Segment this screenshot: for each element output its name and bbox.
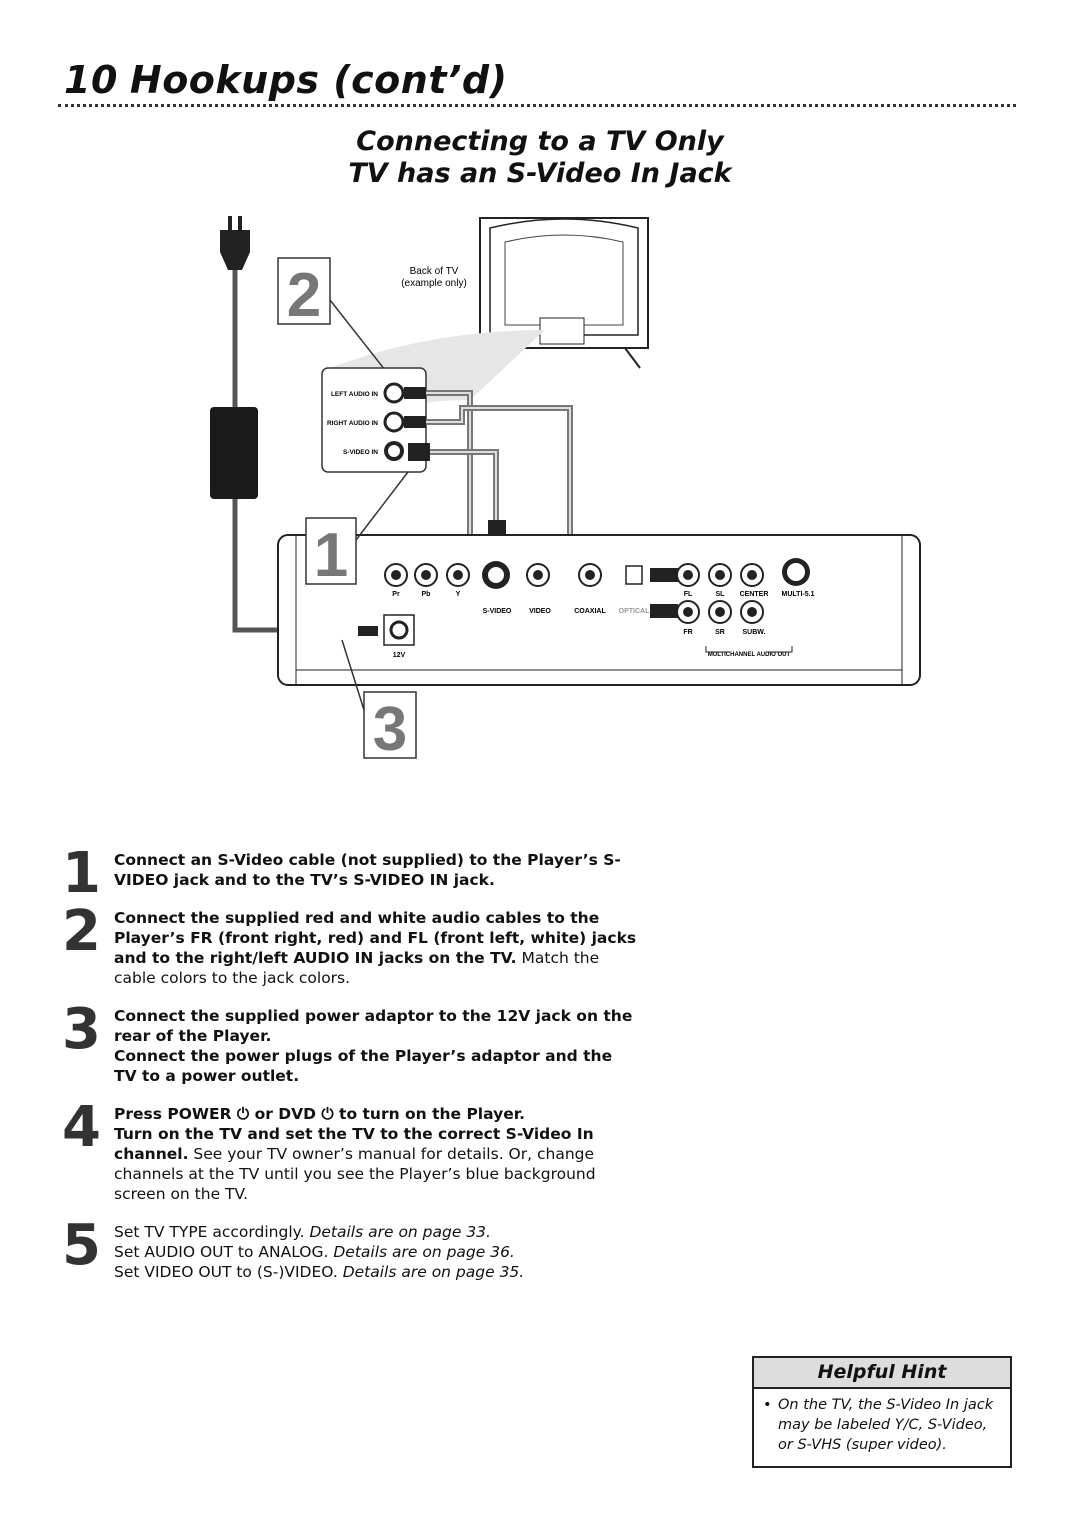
- label-pb: Pb: [422, 591, 431, 598]
- step-number: 5: [62, 1213, 101, 1278]
- label-sr: SR: [715, 629, 725, 636]
- tv-label-1: Back of TV: [410, 266, 459, 277]
- page-reference: Details are on page 35.: [342, 1263, 525, 1281]
- helpful-hint-box: Helpful Hint • On the TV, the S-Video In…: [752, 1356, 1012, 1468]
- label-pr: Pr: [392, 591, 400, 598]
- player-jacks: [358, 558, 810, 646]
- step-1: 1 Connect an S-Video cable (not supplied…: [58, 846, 638, 902]
- tv-jack-panel: LEFT AUDIO IN RIGHT AUDIO IN S-VIDEO IN: [321, 367, 427, 473]
- tv-jack-svideo-label: S-VIDEO IN: [343, 449, 378, 456]
- step-text: Press POWER ⏻ or DVD ⏻ to turn on the Pl…: [114, 1105, 526, 1123]
- label-optical: OPTICAL: [619, 608, 650, 615]
- step-text: Connect the supplied red and white audio…: [114, 909, 637, 967]
- step-number: 4: [62, 1095, 101, 1160]
- step-number: 1: [62, 841, 101, 906]
- svg-text:1: 1: [314, 521, 348, 590]
- page-reference: Details are on page 33.: [309, 1223, 491, 1241]
- tv-cable-plugs: [404, 387, 430, 461]
- label-12v: 12V: [393, 652, 406, 659]
- instruction-steps: 1 Connect an S-Video cable (not supplied…: [58, 846, 638, 1300]
- hookup-diagram: Back of TV (example only) 2 LEFT AUDIO I…: [210, 216, 921, 764]
- step-4: 4 Press POWER ⏻ or DVD ⏻ to turn on the …: [58, 1100, 638, 1204]
- step-note: See your TV owner’s manual for details. …: [114, 1145, 596, 1203]
- step-5: 5 Set TV TYPE accordingly. Details are o…: [58, 1218, 638, 1282]
- section-subtitle: Connecting to a TV Only TV has an S-Vide…: [0, 126, 1080, 190]
- step-3: 3 Connect the supplied power adaptor to …: [58, 1002, 638, 1086]
- step-text-2: Turn on the TV and set the TV to the cor…: [114, 1125, 594, 1163]
- label-multichannel: MULTICHANNEL AUDIO OUT: [708, 652, 791, 658]
- subtitle-line-2: TV has an S-Video In Jack: [348, 158, 732, 189]
- tv-jack-right-audio-label: RIGHT AUDIO IN: [327, 420, 378, 427]
- step-text-2: Connect the power plugs of the Player’s …: [114, 1047, 613, 1085]
- label-fl: FL: [684, 591, 693, 598]
- page-heading: Hookups (cont’d): [129, 58, 508, 102]
- svg-text:3: 3: [373, 695, 407, 764]
- step-2: 2 Connect the supplied red and white aud…: [58, 904, 638, 988]
- page-reference: Details are on page 36.: [333, 1243, 515, 1261]
- label-multi: MULTI-5.1: [782, 591, 815, 598]
- hint-title: Helpful Hint: [754, 1358, 1010, 1389]
- label-sl: SL: [716, 591, 726, 598]
- svg-text:2: 2: [287, 261, 321, 330]
- label-svideo: S-VIDEO: [483, 608, 512, 615]
- bullet-icon: •: [763, 1397, 772, 1413]
- step-text: Connect the supplied power adaptor to th…: [114, 1007, 633, 1045]
- step-line: Set VIDEO OUT to (S-)VIDEO.: [114, 1263, 343, 1281]
- callout-3: 3: [341, 639, 417, 764]
- step-text: Connect an S-Video cable (not supplied) …: [114, 851, 621, 889]
- label-center: CENTER: [740, 591, 769, 598]
- hint-text: On the TV, the S-Video In jack may be la…: [778, 1397, 994, 1453]
- label-fr: FR: [683, 629, 692, 636]
- power-plug-icon: [220, 216, 250, 408]
- label-y: Y: [456, 591, 461, 598]
- step-line: Set AUDIO OUT to ANALOG.: [114, 1243, 334, 1261]
- page-number: 10: [64, 58, 118, 102]
- label-subw: SUBW.: [743, 629, 766, 636]
- label-coaxial: COAXIAL: [574, 608, 606, 615]
- step-line: Set TV TYPE accordingly.: [114, 1223, 310, 1241]
- multichannel-bracket: [705, 646, 793, 653]
- step-note: Match the cable colors to the jack color…: [114, 949, 600, 987]
- step-number: 3: [62, 997, 101, 1062]
- tv-label-2: (example only): [401, 278, 467, 289]
- step-number: 2: [62, 899, 101, 964]
- callout-1: 1: [305, 471, 409, 590]
- player-labels: Pr Pb Y S-VIDEO VIDEO COAXIAL OPTICAL FL…: [392, 591, 814, 659]
- label-video: VIDEO: [529, 608, 551, 615]
- hint-body: • On the TV, the S-Video In jack may be …: [754, 1389, 1010, 1455]
- dotted-rule: [58, 104, 1016, 107]
- subtitle-line-1: Connecting to a TV Only: [356, 126, 724, 157]
- tv-jack-left-audio-label: LEFT AUDIO IN: [331, 391, 378, 398]
